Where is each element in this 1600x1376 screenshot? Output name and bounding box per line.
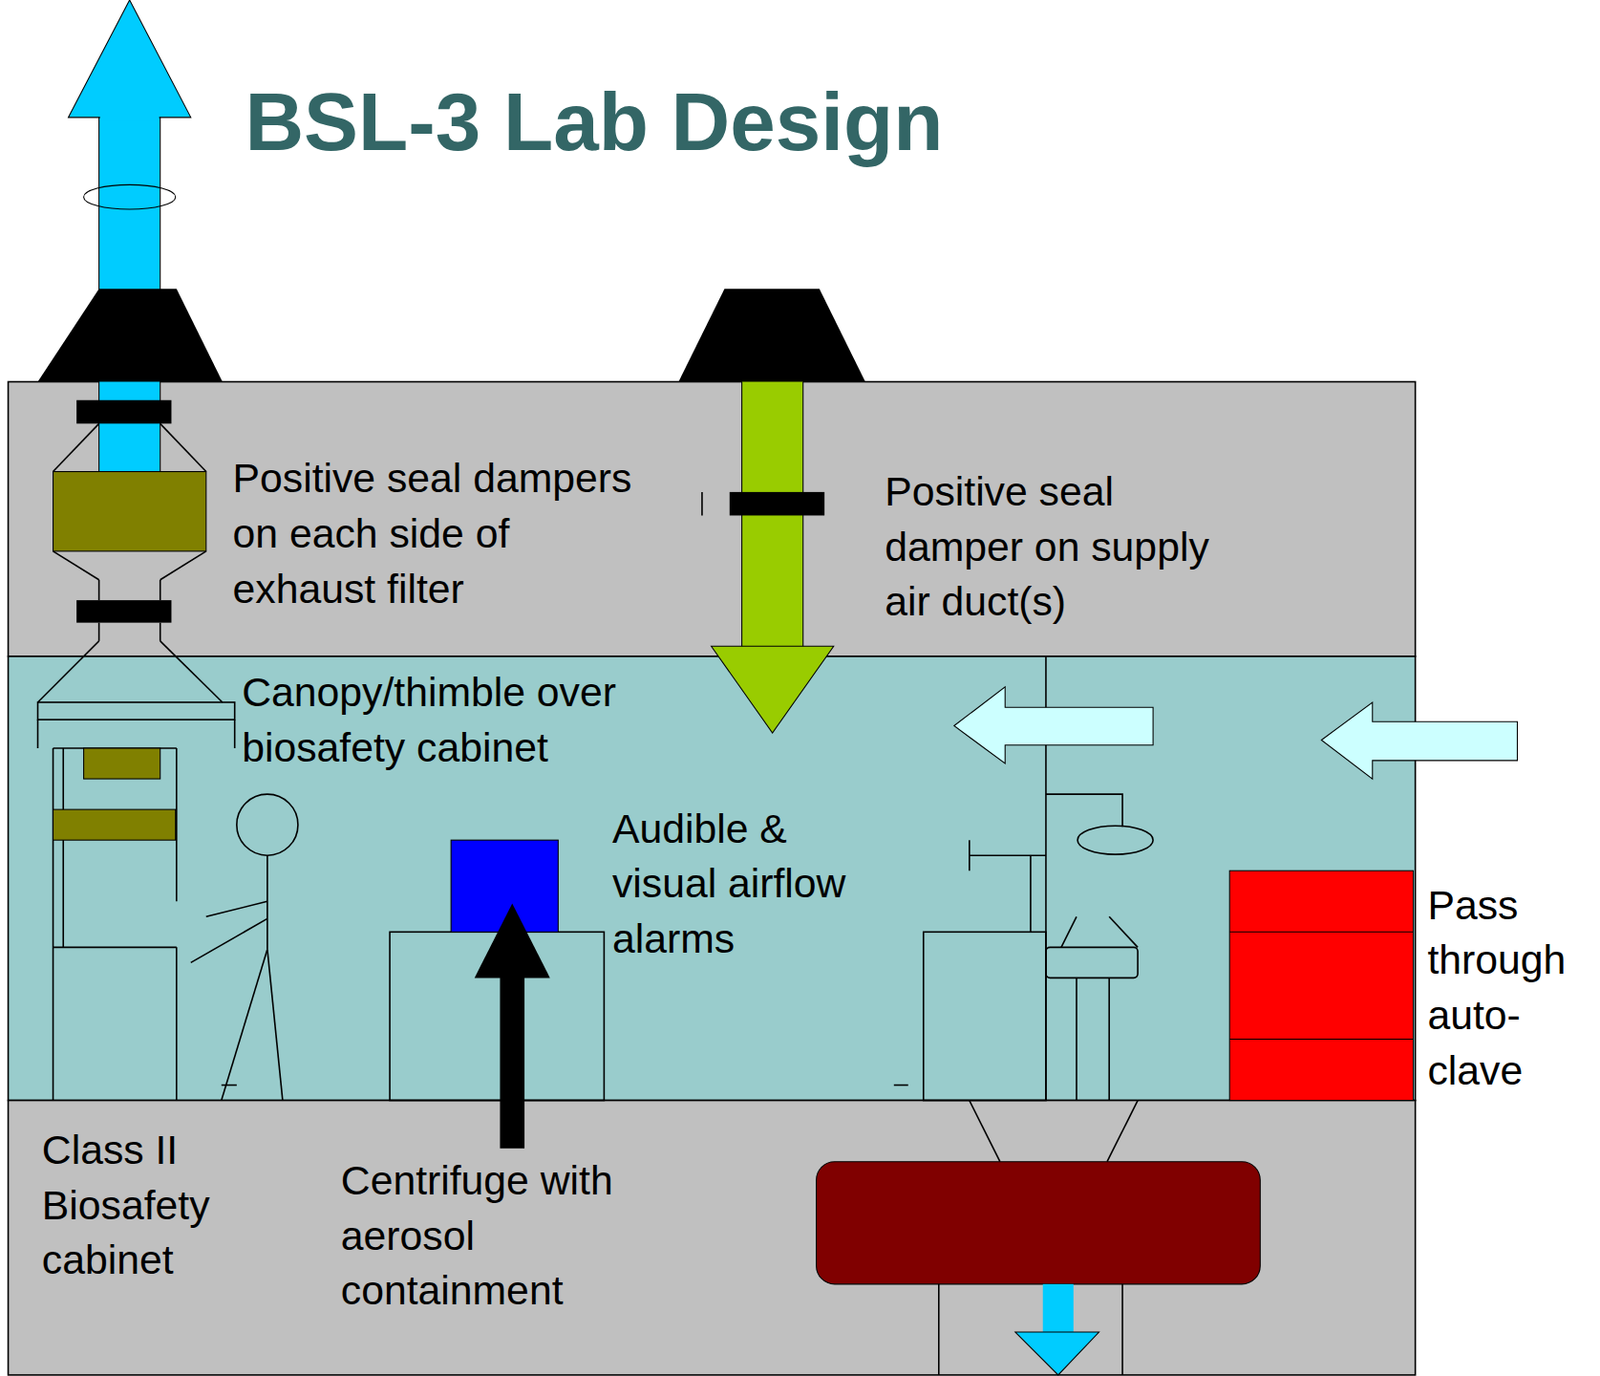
callout-label: Canopy/thimble over biosafety cabinet — [241, 664, 671, 775]
callout-label: Centrifuge with aerosol containment — [341, 1152, 658, 1319]
callout-label: Positive seal dampers on each side of ex… — [233, 450, 652, 617]
callout-label: Class II Biosafety cabinet — [42, 1122, 241, 1288]
diagram-title: BSL-3 Lab Design — [244, 73, 943, 172]
callout-label: Audible & visual airflow alarms — [612, 801, 888, 967]
callout-label: Pass through auto-clave — [1427, 877, 1591, 1099]
callout-label: Positive seal damper on supply air duct(… — [884, 464, 1262, 630]
